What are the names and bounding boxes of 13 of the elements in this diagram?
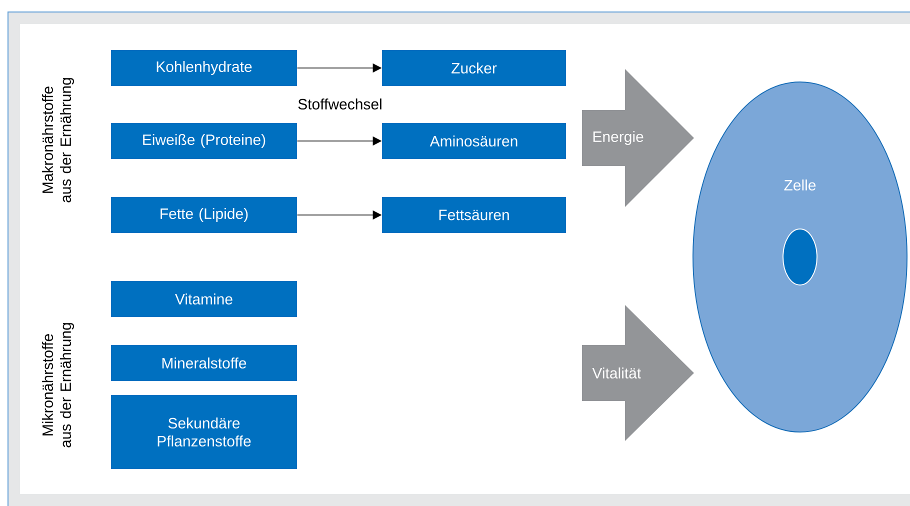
process-box: Vitamine (111, 281, 297, 317)
side-label: Mikronährstoffe aus der Ernährung (42, 323, 74, 448)
process-box: Mineralstoffe (111, 345, 297, 381)
process-box: Kohlenhydrate (111, 50, 297, 86)
nucleus-ellipse (782, 228, 818, 286)
process-box: Eiweiße (Proteine) (111, 123, 297, 159)
process-box: Aminosäuren (382, 123, 566, 159)
process-box: Zucker (382, 50, 566, 86)
side-label: Makronährstoffe aus der Ernährung (42, 78, 74, 202)
process-label: Stoffwechsel (298, 98, 382, 110)
process-box: Fettsäuren (382, 197, 566, 233)
process-box: Sekundäre Pflanzenstoffe (111, 395, 297, 469)
process-box: Fette (Lipide) (111, 197, 297, 233)
